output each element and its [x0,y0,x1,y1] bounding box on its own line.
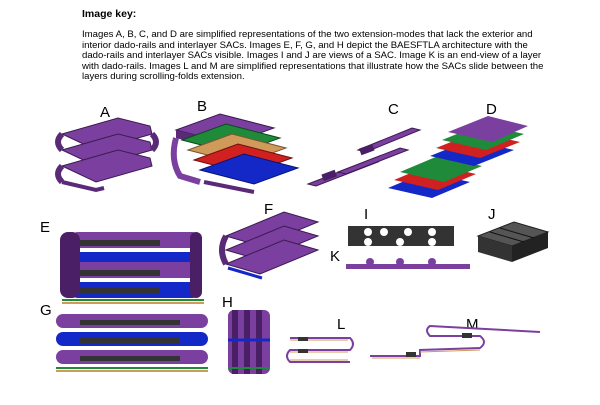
label-l: L [337,316,346,333]
label-i: I [364,206,369,223]
label-h: H [222,294,233,311]
image-a-folded-strip [55,117,159,193]
image-g-wide-layers [56,314,208,372]
image-e-front-stack [60,232,204,304]
image-h-narrow-stack [228,310,270,374]
image-i-sac-top-view [348,226,454,246]
image-key-paragraph: Images A, B, C, and D are simplified rep… [82,29,544,83]
image-l-simplified-fold [286,337,354,363]
label-b: B [197,98,208,115]
image-key-heading: Image key: [82,8,137,20]
image-k-end-view [346,258,470,269]
label-j: J [488,206,496,223]
label-k: K [330,248,341,265]
label-d: D [486,101,497,118]
image-j-sac-block [476,221,550,262]
image-d-extended-layers [388,116,528,198]
image-m-extended-fold [370,324,541,359]
label-a: A [100,104,111,121]
image-c-extended-strip [306,127,422,187]
label-c: C [388,101,399,118]
label-g: G [40,302,52,319]
label-f: F [264,201,274,218]
label-e: E [40,219,51,236]
image-b-stacked-layers [170,113,300,194]
image-f-isometric-stack [219,211,320,280]
